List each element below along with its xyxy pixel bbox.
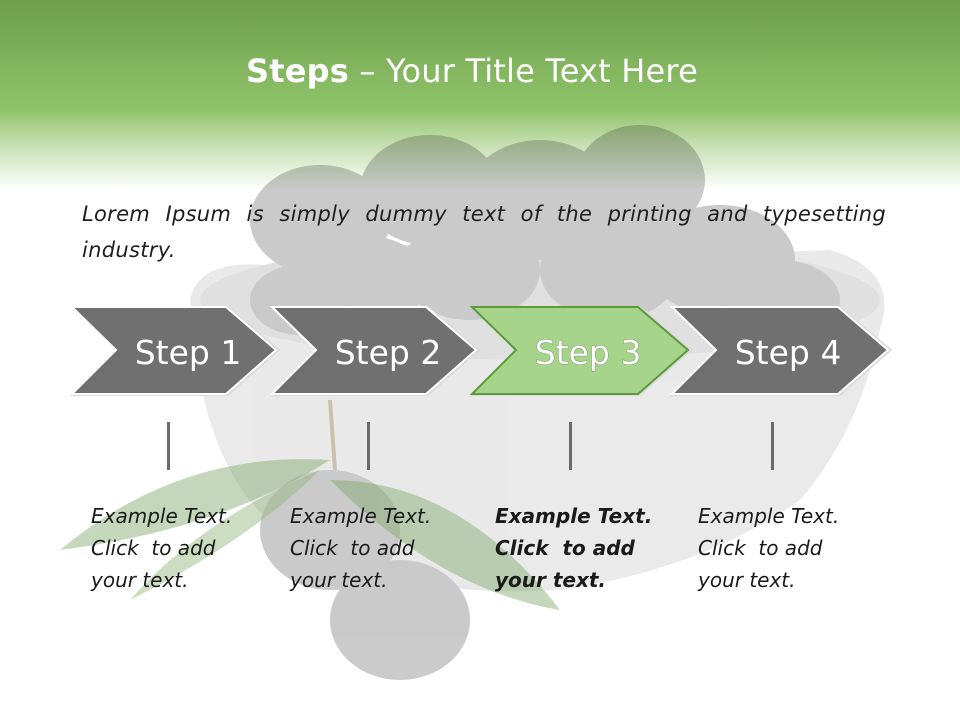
step-1-note[interactable]: Example Text. Click to add your text. <box>91 500 261 596</box>
note-line: your text. <box>495 568 607 592</box>
title-rest: – Your Title Text Here <box>349 52 698 90</box>
step-2-chevron[interactable]: Step 2 <box>269 306 480 396</box>
step-1-connector <box>167 422 170 470</box>
step-2-label: Step 2 <box>335 333 442 372</box>
step-1-label: Step 1 <box>135 333 242 372</box>
step-3-label: Step 3 <box>535 333 642 372</box>
step-3-connector <box>569 422 572 470</box>
note-line: your text. <box>91 568 189 592</box>
note-line: Click to add <box>290 536 415 560</box>
step-4-label: Step 4 <box>735 333 842 372</box>
step-4-note[interactable]: Example Text. Click to add your text. <box>698 500 868 596</box>
note-line: your text. <box>290 568 388 592</box>
note-line: Click to add <box>495 536 635 560</box>
slide-title: Steps – Your Title Text Here <box>0 52 944 90</box>
step-4-chevron[interactable]: Step 4 <box>669 306 892 396</box>
step-2-note[interactable]: Example Text. Click to add your text. <box>290 500 460 596</box>
note-line: Example Text. <box>495 504 653 528</box>
step-2-connector <box>367 422 370 470</box>
note-line: your text. <box>698 568 796 592</box>
note-line: Click to add <box>91 536 216 560</box>
step-3-chevron[interactable]: Step 3 <box>469 306 692 396</box>
step-3-note[interactable]: Example Text. Click to add your text. <box>495 500 665 596</box>
intro-text: Lorem Ipsum is simply dummy text of the … <box>82 202 886 262</box>
note-line: Click to add <box>698 536 823 560</box>
note-line: Example Text. <box>91 504 233 528</box>
step-4-connector <box>771 422 774 470</box>
title-bold-part: Steps <box>246 52 350 90</box>
note-line: Example Text. <box>698 504 840 528</box>
step-1-chevron[interactable]: Step 1 <box>69 306 280 396</box>
note-line: Example Text. <box>290 504 432 528</box>
